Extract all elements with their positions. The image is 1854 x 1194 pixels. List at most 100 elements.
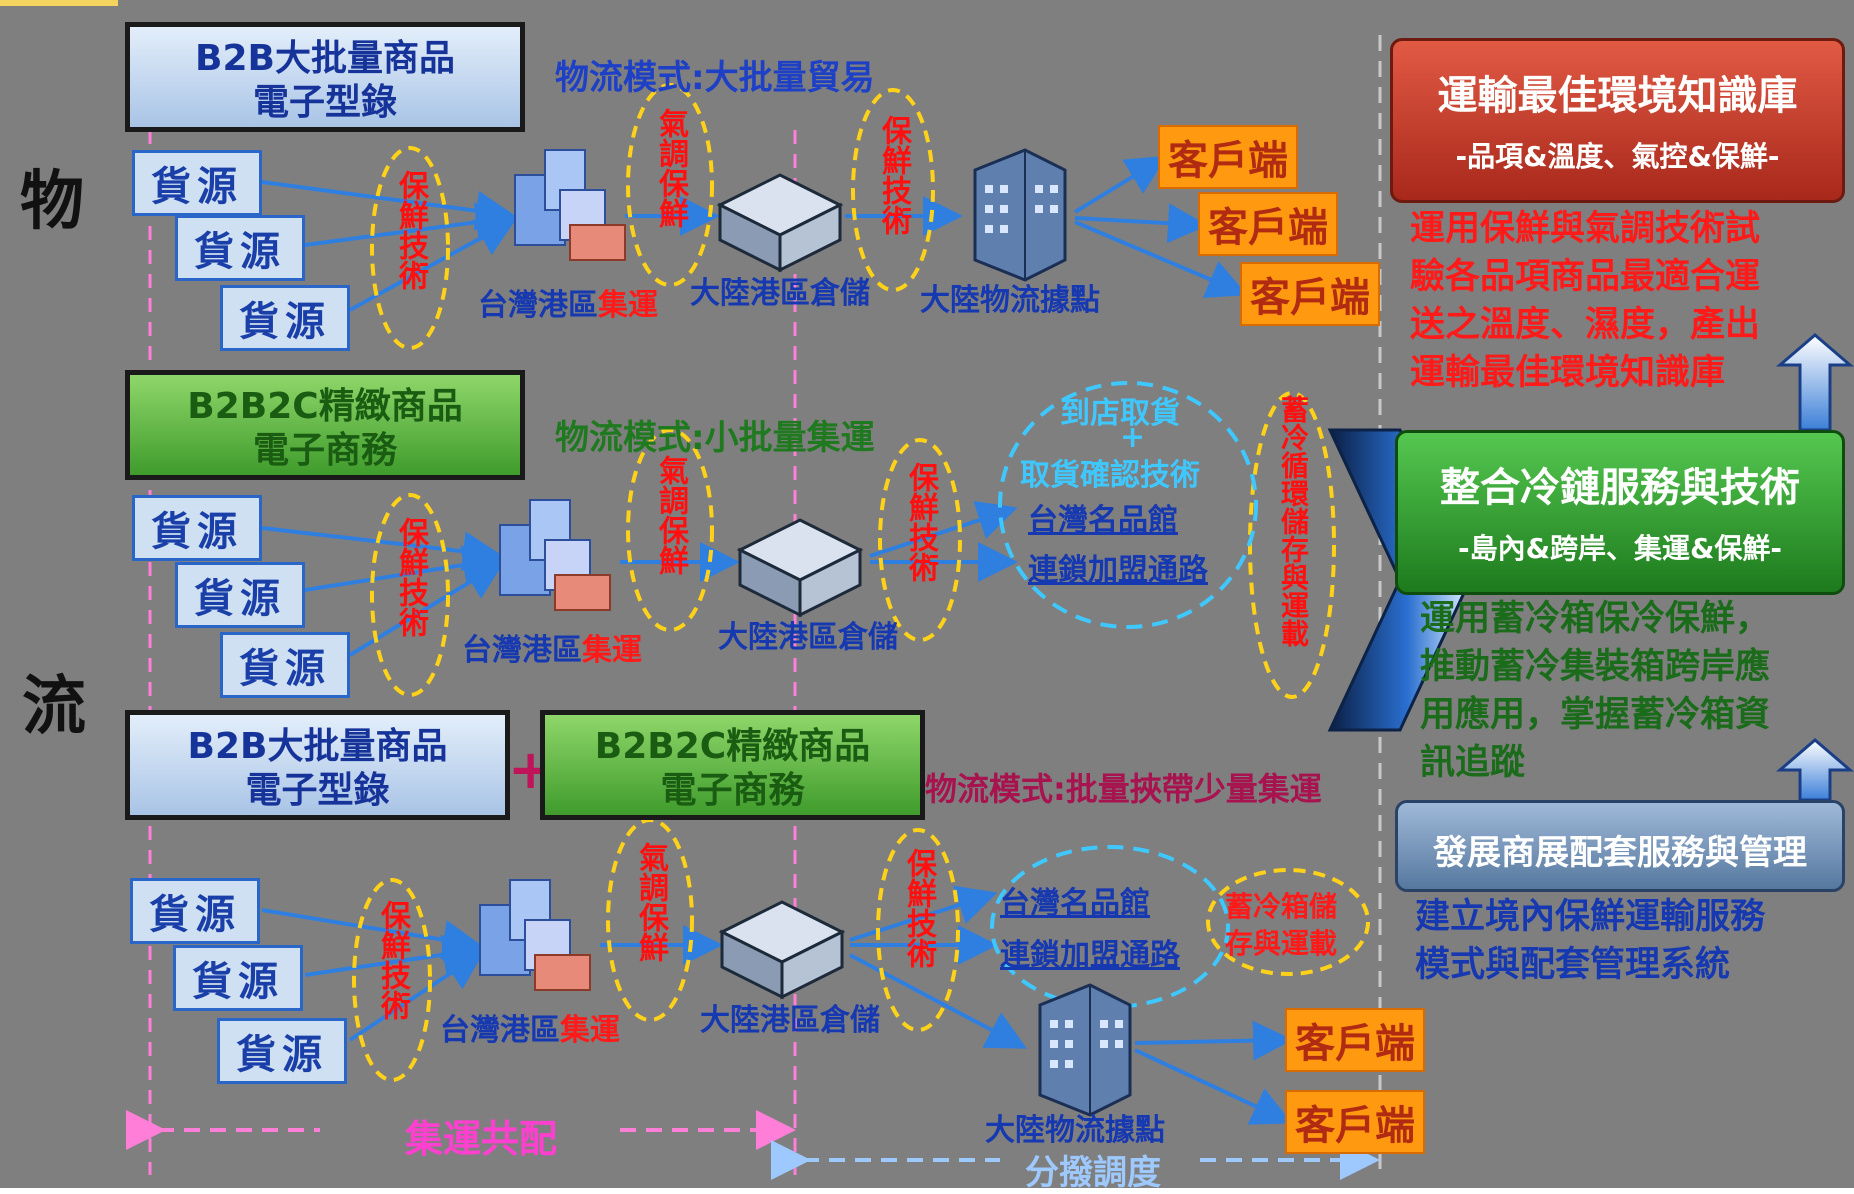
row3-header-b2b2c-line1: B2B2C精緻商品 (594, 726, 871, 767)
service-management-description: 建立境內保鮮運輸服務 模式與配套管理系統 (1415, 893, 1765, 989)
consolidation-label: 集運共配 (405, 1117, 558, 1161)
row2-hub2-label: 大陸港區倉儲 (718, 620, 898, 655)
row3-hub1-action: 集運 (560, 1013, 620, 1048)
left-label-wu: 物 (20, 165, 84, 239)
china-logistics-building-icon-1 (973, 148, 1067, 282)
row2-hub1-label: 台灣港區集運 (462, 625, 642, 669)
row2-source-1: 貨源 (132, 495, 262, 561)
row1-hub2-label: 大陸港區倉儲 (690, 276, 870, 311)
row2-source-2: 貨源 (175, 562, 305, 628)
row2-header-line1: B2B2C精緻商品 (187, 386, 463, 427)
row3-hub3-label: 大陸物流據點 (985, 1113, 1165, 1148)
row2-ellipse1-text: 保鮮技術 (393, 517, 428, 637)
row3-channel-chain: 連鎖加盟通路 (1000, 938, 1180, 973)
cc-desc-line1: 運用蓄冷箱保冷保鮮， (1420, 599, 1771, 639)
distribution-label: 分撥調度 (1025, 1153, 1161, 1193)
row3-ellipse2-text: 氣調保鮮 (633, 842, 668, 962)
row1-hub1-place: 台灣港區 (478, 288, 598, 323)
row2-header-line2: 電子商務 (252, 430, 397, 471)
left-label-liu: 流 (22, 670, 86, 744)
row3-cold-box-line1: 蓄冷箱儲 (1225, 890, 1338, 923)
row2-ellipse3-text: 保鮮技術 (903, 462, 938, 582)
row3-header-b2b2c-line2: 電子商務 (660, 770, 805, 811)
row2-source-3: 貨源 (220, 632, 350, 698)
up-arrows (1775, 333, 1854, 802)
row3-ellipse1-text: 保鮮技術 (375, 900, 410, 1020)
row1-source-1: 貨源 (132, 150, 262, 216)
row3-customer-2: 客戶端 (1285, 1090, 1425, 1154)
yellow-ellipses (352, 83, 1370, 1082)
cold-chain-subtitle: -島內&跨岸、集運&保鮮- (1457, 532, 1783, 565)
row3-channel-taiwan-brand: 台灣名品館 (1000, 886, 1150, 921)
row2-channel-chain: 連鎖加盟通路 (1028, 553, 1208, 588)
row3-hub2-label: 大陸港區倉儲 (700, 1003, 880, 1038)
sm-desc-line2: 模式與配套管理系統 (1415, 945, 1731, 985)
row3-hub1-label: 台灣港區集運 (440, 1005, 620, 1049)
row3-header-b2b: B2B大批量商品 電子型錄 (125, 710, 510, 820)
row3-source-3: 貨源 (217, 1018, 347, 1084)
row1-ellipse3-text: 保鮮技術 (876, 115, 911, 235)
service-management-title: 發展商展配套服務與管理 (1433, 833, 1807, 873)
row3-arrows (261, 885, 1293, 1125)
cold-chain-title: 整合冷鏈服務與技術 (1440, 465, 1800, 511)
row2-hub1-place: 台灣港區 (462, 633, 582, 668)
row1-mode-label: 物流模式:大批量貿易 (555, 58, 875, 98)
row1-hub3-label: 大陸物流據點 (920, 283, 1100, 318)
row1-customer-1: 客戶端 (1158, 125, 1298, 189)
taiwan-port-icon-1 (514, 149, 626, 261)
knowledge-base-subtitle: -品項&溫度、氣控&保鮮- (1455, 140, 1780, 173)
taiwan-port-icon-2 (499, 499, 611, 611)
row2-header-b2b2c: B2B2C精緻商品 電子商務 (125, 370, 525, 480)
row3-source-1: 貨源 (130, 878, 260, 944)
row3-hub1-place: 台灣港區 (440, 1013, 560, 1048)
cold-chain-box: 整合冷鏈服務與技術 -島內&跨岸、集運&保鮮- (1395, 430, 1845, 595)
row3-header-b2b-line2: 電子型錄 (245, 770, 390, 811)
row2-pickup-plus: + (1120, 420, 1146, 455)
row3-mode-label: 物流模式:批量挾帶少量集運 (925, 770, 1322, 808)
service-management-box: 發展商展配套服務與管理 (1395, 800, 1845, 892)
row3-header-b2b2c: B2B2C精緻商品 電子商務 (540, 710, 925, 820)
row3-ellipse3-text: 保鮮技術 (901, 848, 936, 968)
row2-pickup-line2: 取貨確認技術 (1020, 458, 1200, 493)
knowledge-base-title: 運輸最佳環境知識庫 (1437, 73, 1798, 119)
china-warehouse-icon-2 (736, 518, 864, 618)
row2-ellipse2-text: 氣調保鮮 (653, 455, 688, 575)
row1-source-3: 貨源 (220, 285, 350, 351)
knowledge-base-description: 運用保鮮與氣調技術試 驗各品項商品最適合運 送之溫度、濕度，產出 運輸最佳環境知… (1410, 205, 1760, 397)
china-logistics-building-icon-2 (1038, 983, 1132, 1117)
knowledge-base-box: 運輸最佳環境知識庫 -品項&溫度、氣控&保鮮- (1390, 38, 1845, 203)
row1-header-line2: 電子型錄 (252, 82, 397, 123)
row2-cold-store-text: 蓄冷循環儲存與運載 (1277, 395, 1310, 647)
row1-ellipse2-text: 氣調保鮮 (653, 108, 688, 228)
row1-hub1-action: 集運 (598, 288, 658, 323)
row2-pickup-line1: 到店取貨 (1060, 396, 1180, 431)
row1-arrows (261, 155, 1248, 312)
china-warehouse-icon-1 (716, 173, 844, 273)
row3-header-b2b-line1: B2B大批量商品 (187, 726, 448, 767)
row1-customer-2: 客戶端 (1198, 192, 1338, 256)
row1-source-2: 貨源 (175, 215, 305, 281)
sm-desc-line1: 建立境內保鮮運輸服務 (1415, 897, 1766, 937)
cc-desc-line3: 用應用，掌握蓄冷箱資 (1420, 695, 1771, 735)
kb-desc-line2: 驗各品項商品最適合運 (1410, 257, 1761, 297)
corner-accent (0, 0, 118, 6)
row1-ellipse1-text: 保鮮技術 (393, 170, 428, 290)
row1-hub1-label: 台灣港區集運 (478, 280, 658, 324)
kb-desc-line3: 送之溫度、濕度，產出 (1410, 305, 1761, 345)
kb-desc-line1: 運用保鮮與氣調技術試 (1410, 209, 1761, 249)
cc-desc-line4: 訊追蹤 (1420, 743, 1526, 783)
row2-hub1-action: 集運 (582, 633, 642, 668)
kb-desc-line4: 運輸最佳環境知識庫 (1410, 353, 1726, 393)
cc-desc-line2: 推動蓄冷集裝箱跨岸應 (1420, 647, 1771, 687)
china-warehouse-icon-3 (718, 900, 846, 1000)
row1-header-b2b: B2B大批量商品 電子型錄 (125, 22, 525, 132)
row1-header-line1: B2B大批量商品 (195, 38, 455, 79)
row3-customer-1: 客戶端 (1285, 1008, 1425, 1072)
taiwan-port-icon-3 (479, 879, 591, 991)
row2-mode-label: 物流模式:小批量集運 (555, 418, 875, 458)
cold-chain-description: 運用蓄冷箱保冷保鮮， 推動蓄冷集裝箱跨岸應 用應用，掌握蓄冷箱資 訊追蹤 (1420, 595, 1770, 787)
row2-channel-taiwan-brand: 台灣名品館 (1028, 503, 1178, 538)
row3-cold-box-line2: 存與運載 (1225, 927, 1338, 960)
